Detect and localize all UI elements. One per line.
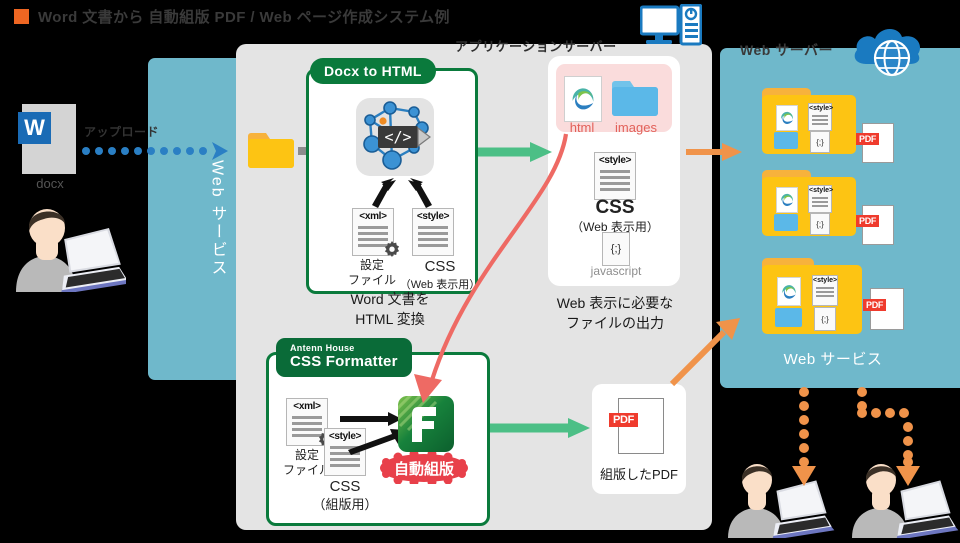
docx-label: docx [36,176,64,191]
xml-config-file-tag: <xml> [359,211,387,222]
application-server-label: アプリケーションサーバー [455,39,617,54]
edge-browser-icon [564,76,602,122]
auto-typesetting-badge: 自動組版 [378,449,470,487]
css-style-file-icon: <style> [812,275,838,306]
css-style-file-icon: <style> [412,208,454,256]
javascript-label: javascript [590,264,642,278]
input-arrow-config-icon [372,178,398,210]
edge-browser-icon [776,187,798,213]
caption-line-2: （Web 表示用） [571,219,659,234]
blue-folder-icon [612,80,658,116]
word-logo-icon: W [18,112,51,144]
page-title-text: Word 文書から 自動組版 PDF / Web ページ作成システム例 [38,9,450,26]
css-formatter-vendor: Antenn House [290,343,355,353]
web-output-folder-2: <style> {;} [762,170,856,236]
css-style-file-icon: <style> [808,103,834,131]
css-style-file-tag: <style> [809,187,834,194]
output-css-file-icon: <style> [594,152,636,200]
xml-config-file-icon-formatter: <xml> [286,398,334,447]
css-style-file-caption-formatter: CSS （組版用） [304,478,386,513]
pdf-chip-label-2: PDF [856,215,880,227]
folder-icon [248,132,294,168]
caption-line-1: 設定 [294,448,319,462]
web-output-folder-3: <style> {;} [762,258,862,334]
caption-line-2: ファイル [347,273,396,287]
xml-config-file-tag: <xml> [293,401,321,412]
code-network-icon: </> [356,98,434,176]
xml-config-file-caption-formatter: 設定 ファイル [266,448,348,478]
formatter-input-arrow-1-icon [340,412,402,426]
css-style-file-tag: <style> [416,211,450,222]
person-with-laptop-icon [6,192,130,295]
javascript-file-icon: {;} [602,232,630,266]
css-style-file-tag: <style> [328,431,362,442]
caption-line-1: CSS [595,197,635,218]
javascript-file-icon: {;} [810,213,830,235]
web-service-band-left-label: Web サービス [148,58,285,380]
images-label: images [615,120,657,135]
css-style-file-tag: <style> [809,105,834,112]
css-style-file-tag: <style> [813,277,838,284]
caption-line-1: Word 文書を [350,291,430,307]
web-service-band-left-text: Web サービス [208,160,226,278]
edge-browser-icon [776,105,798,131]
caption-line-1: 設定 [359,258,384,272]
caption-line-2: （組版用） [312,496,378,512]
javascript-file-icon: {;} [810,131,830,153]
pdf-chip-label-3: PDF [863,299,887,311]
docx-to-html-tag: Docx to HTML [310,58,436,84]
blue-folder-icon [774,132,798,149]
web-output-caption: Web 表示に必要な ファイルの出力 [540,294,690,333]
css-style-file-caption: CSS （Web 表示用） [396,258,484,293]
web-output-folder-1: <style> {;} [762,88,856,154]
output-css-caption: CSS （Web 表示用） [556,196,674,235]
html-label: html [569,120,595,135]
caption-line-1: Web 表示に必要な [556,295,674,311]
caption-line-2: HTML 変換 [355,310,425,327]
input-arrow-css-icon [406,178,432,210]
formatter-input-arrow-2-icon [348,428,406,456]
svg-text:</>: </> [384,128,411,146]
formatter-f-logo [398,396,454,452]
caption-line-1: CSS [329,478,361,495]
svg-text:自動組版: 自動組版 [394,460,454,478]
caption-line-2: ファイルの出力 [566,314,664,331]
blue-folder-icon [775,308,802,327]
output-css-file-tag: <style> [598,155,632,166]
server-computer-icon [639,3,703,50]
upload-dotted-arrow-icon [82,140,230,162]
pdf-output-caption: 組版したPDF [599,467,678,482]
web-service-label: Web サービス [783,351,883,368]
css-style-file-icon: <style> [808,185,834,213]
xml-config-file-icon: <xml> [352,208,400,257]
pdf-chip-label: PDF [609,413,639,427]
pdf-chip-label-1: PDF [856,133,880,145]
gear-icon [384,241,400,257]
cloud-globe-icon [848,20,928,78]
end-user-2-icon [848,450,960,541]
title-bullet-square [14,9,29,24]
javascript-file-icon: {;} [814,307,836,331]
edge-browser-icon [777,277,801,306]
css-formatter-tag: Antenn House CSS Formatter [276,338,412,377]
caption-line-1: CSS [424,258,456,275]
caption-line-2: ファイル [282,463,331,477]
docx-to-html-caption: Word 文書を HTML 変換 [310,290,470,329]
caption-line-2: （Web 表示用） [399,278,481,291]
css-formatter-product: CSS Formatter [290,353,398,371]
blue-folder-icon [774,214,798,231]
end-user-1-icon [724,450,836,541]
xml-config-file-caption: 設定 ファイル [330,258,414,288]
page-title: Word 文書から 自動組版 PDF / Web ページ作成システム例 [14,6,450,27]
upload-label: アップロード [84,125,160,139]
web-server-label: Web サーバー [740,42,834,58]
